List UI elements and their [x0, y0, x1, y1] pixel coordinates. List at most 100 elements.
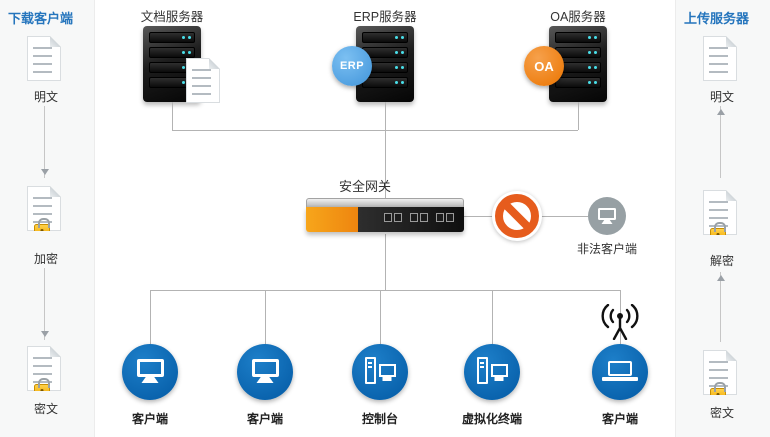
plaintext-document-icon — [703, 36, 737, 81]
ethernet-port-icon — [384, 213, 392, 222]
server-slot — [149, 47, 195, 58]
lock-icon — [34, 384, 50, 397]
upload-server-panel: 上传服务器 明文 解密 密文 — [675, 0, 770, 437]
flow-arrow-up — [716, 272, 725, 342]
port-group — [410, 213, 428, 222]
client-label: 客户端 — [131, 412, 168, 426]
monitor-icon — [136, 359, 164, 377]
plaintext-label: 明文 — [33, 90, 58, 104]
client-endpoint-icon — [237, 344, 293, 400]
lock-icon — [710, 228, 726, 241]
link-oaserver-bus — [578, 102, 579, 130]
ethernet-port-icon — [446, 213, 454, 222]
lock-icon — [34, 224, 50, 237]
pc-tower-icon — [364, 356, 376, 384]
security-gateway-appliance-icon — [306, 198, 464, 234]
erp-server-label: ERP服务器 — [353, 10, 417, 24]
flow-arrow-down — [40, 268, 49, 340]
wireless-antenna-icon — [601, 304, 639, 340]
illegal-client-label: 非法客户端 — [576, 242, 637, 256]
port-group — [384, 213, 402, 222]
server-bus-line — [172, 130, 578, 131]
monitor-icon — [598, 208, 616, 220]
document-text-lines — [33, 47, 52, 73]
pc-screen-icon — [378, 363, 396, 377]
link-console — [380, 290, 381, 344]
illegal-client-icon — [588, 197, 626, 235]
wireless-client-endpoint-icon — [592, 344, 648, 400]
upload-server-title: 上传服务器 — [684, 11, 750, 26]
ciphertext-document-icon — [703, 350, 737, 395]
link-erpserver-bus — [385, 102, 386, 130]
page-fold-icon — [50, 346, 61, 357]
oa-badge: OA — [524, 46, 564, 86]
ethernet-port-icon — [420, 213, 428, 222]
port-group — [436, 213, 454, 222]
link-docserver-bus — [172, 102, 173, 130]
document-text-lines — [709, 47, 728, 73]
wireless-client-label: 客户端 — [601, 412, 638, 426]
ethernet-port-icon — [410, 213, 418, 222]
document-text-lines — [33, 197, 52, 223]
flow-arrow-down — [40, 106, 49, 178]
page-fold-icon — [726, 350, 737, 361]
desktop-computer-icon — [364, 356, 396, 384]
document-text-lines — [709, 201, 728, 227]
gateway-top-bezel — [306, 198, 464, 207]
document-text-lines — [709, 361, 728, 387]
client-endpoint-icon — [122, 344, 178, 400]
link-client2 — [265, 290, 266, 344]
desktop-computer-icon — [476, 356, 508, 384]
link-client1 — [150, 290, 151, 344]
page-fold-icon — [50, 36, 61, 47]
plaintext-label: 明文 — [709, 90, 734, 104]
gateway-label: 安全网关 — [338, 179, 391, 194]
plaintext-document-icon — [27, 36, 61, 81]
monitor-icon — [251, 359, 279, 377]
document-text-lines — [33, 357, 52, 383]
pc-screen-icon — [490, 363, 508, 377]
console-endpoint-icon — [352, 344, 408, 400]
server-slot — [362, 77, 408, 88]
ciphertext-document-icon — [27, 346, 61, 391]
laptop-screen-icon — [608, 361, 632, 376]
encrypt-label: 加密 — [33, 252, 58, 266]
console-label: 控制台 — [361, 412, 398, 426]
ciphertext-label: 密文 — [709, 406, 734, 420]
page-fold-icon — [726, 36, 737, 47]
oa-server-label: OA服务器 — [550, 10, 606, 24]
page-fold-icon — [726, 190, 737, 201]
ciphertext-label: 密文 — [33, 402, 58, 416]
link-bus-gateway — [385, 130, 386, 198]
server-slot — [555, 32, 601, 43]
erp-badge: ERP — [332, 46, 372, 86]
gateway-ports — [384, 213, 454, 222]
laptop-icon — [602, 361, 638, 381]
virtual-terminal-endpoint-icon — [464, 344, 520, 400]
server-document-icon — [186, 58, 220, 103]
link-virtual-terminal — [492, 290, 493, 344]
page-fold-icon — [50, 186, 61, 197]
server-slot — [362, 32, 408, 43]
encrypting-document-icon — [27, 186, 61, 231]
lock-icon — [710, 388, 726, 401]
doc-server-label: 文档服务器 — [140, 10, 204, 24]
gateway-front-panel — [306, 207, 464, 232]
prohibition-icon — [492, 191, 542, 241]
decrypting-document-icon — [703, 190, 737, 235]
server-slot — [149, 32, 195, 43]
flow-arrow-up — [716, 106, 725, 178]
client-label: 客户端 — [246, 412, 283, 426]
laptop-base-icon — [602, 377, 638, 381]
pc-tower-icon — [476, 356, 488, 384]
virtual-terminal-label: 虚拟化终端 — [461, 412, 522, 426]
download-client-panel: 下载客户端 明文 加密 密文 — [0, 0, 95, 437]
ethernet-port-icon — [436, 213, 444, 222]
decrypt-label: 解密 — [709, 254, 734, 268]
server-slot — [555, 77, 601, 88]
document-text-lines — [192, 69, 211, 95]
page-fold-icon — [209, 58, 220, 69]
link-gateway-clientbus — [385, 234, 386, 290]
download-client-title: 下载客户端 — [8, 11, 74, 26]
